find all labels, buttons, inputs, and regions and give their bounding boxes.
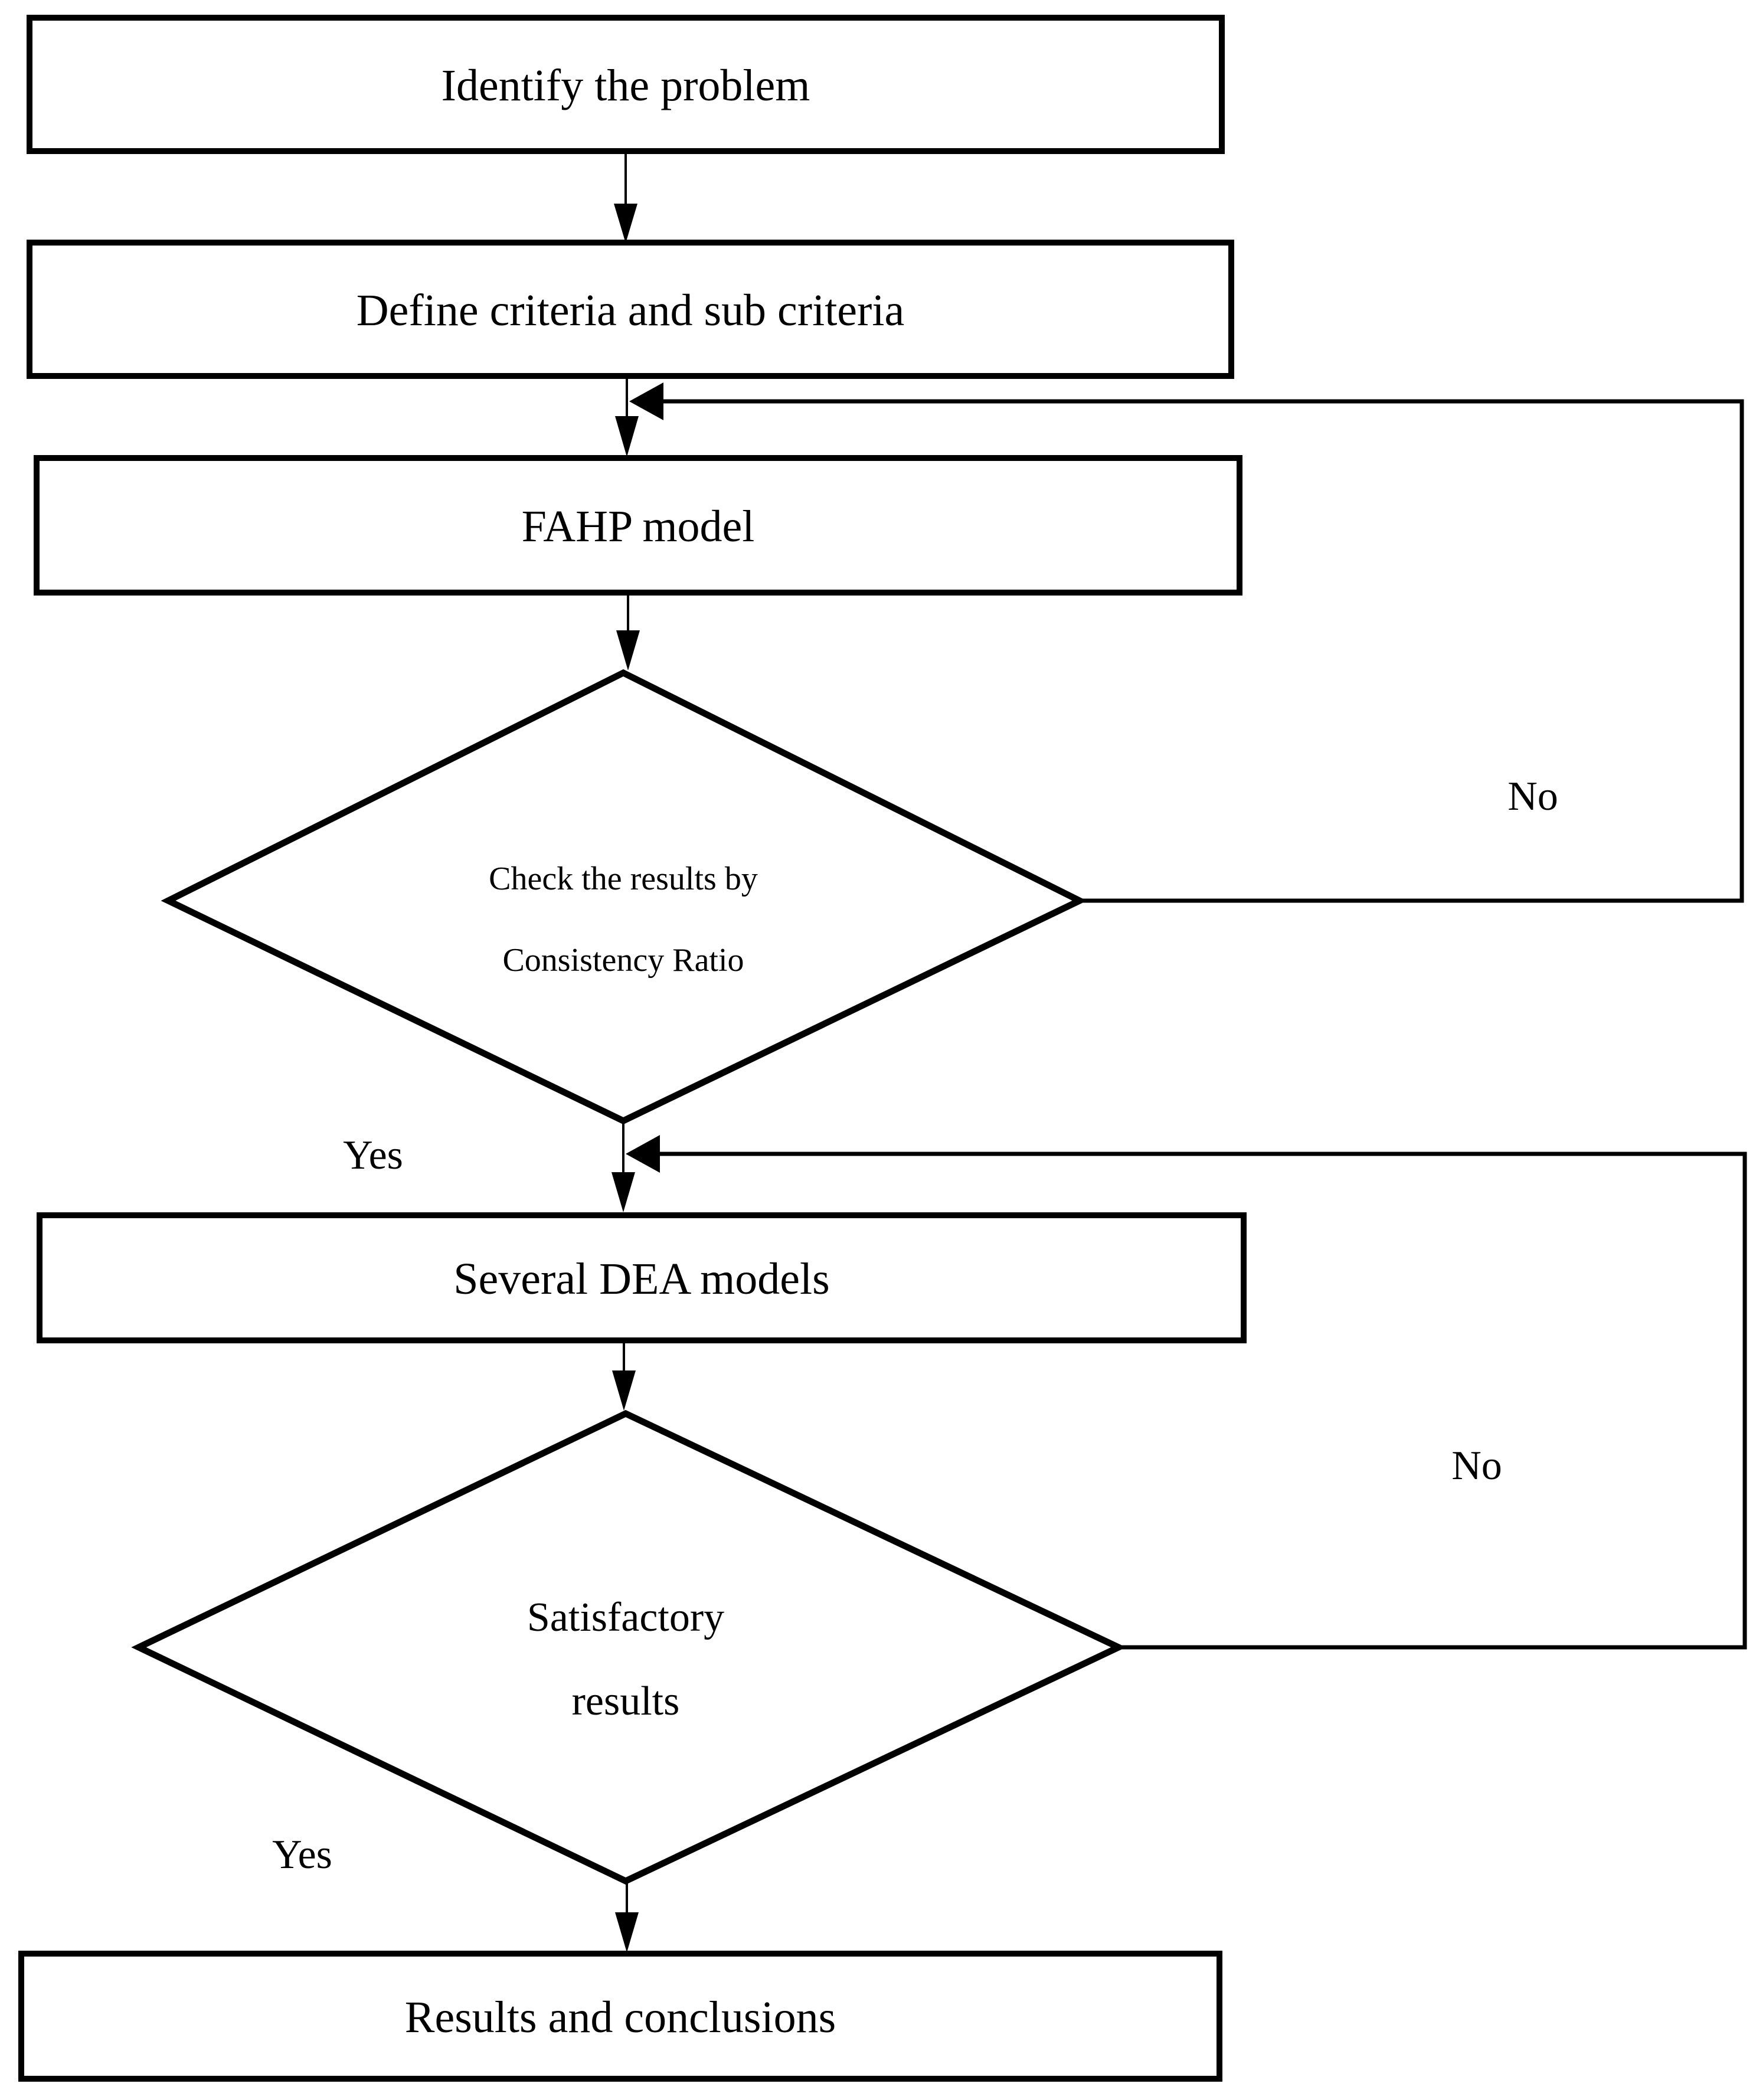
branch-label-no1: No <box>1508 774 1558 819</box>
node-identify-problem-label: Identify the problem <box>442 61 810 110</box>
branch-label-no2: No <box>1451 1443 1502 1489</box>
branch-label-yes1: Yes <box>343 1133 403 1178</box>
arrowhead-fahp-to-check <box>616 630 640 670</box>
arrowhead-identify-to-define <box>614 204 637 243</box>
arrowhead-satisfactory-to-results <box>615 1912 639 1952</box>
arrowhead-feedback-no2 <box>626 1135 660 1173</box>
node-fahp-model-label: FAHP model <box>522 502 755 551</box>
node-identify-problem-box <box>27 15 1225 154</box>
node-results-conclusions-box <box>18 1951 1222 2082</box>
arrowhead-check-to-dea <box>612 1172 635 1212</box>
node-dea-models-box <box>37 1212 1247 1343</box>
node-define-criteria-label: Define criteria and sub criteria <box>357 286 904 335</box>
arrowhead-feedback-no1 <box>629 382 663 420</box>
decision-satisfactory-results-diamond <box>131 1409 1126 1885</box>
decision-satisfactory-results-line2: results <box>572 1679 680 1724</box>
node-dea-models-label: Several DEA models <box>453 1254 829 1304</box>
node-results-conclusions-label: Results and conclusions <box>405 1993 836 2042</box>
arrowhead-dea-to-satisfactory <box>612 1370 636 1411</box>
arrowhead-define-to-fahp <box>615 416 639 457</box>
branch-label-yes2: Yes <box>272 1832 332 1877</box>
node-define-criteria-box <box>27 240 1234 379</box>
decision-consistency-ratio-line1: Check the results by <box>489 861 758 897</box>
feedback-loop-no1 <box>663 399 1744 903</box>
node-fahp-model-box <box>34 455 1242 596</box>
decision-consistency-ratio-line2: Consistency Ratio <box>502 942 744 979</box>
decision-satisfactory-results-line1: Satisfactory <box>527 1595 724 1640</box>
feedback-loop-no2 <box>660 1152 1747 1650</box>
